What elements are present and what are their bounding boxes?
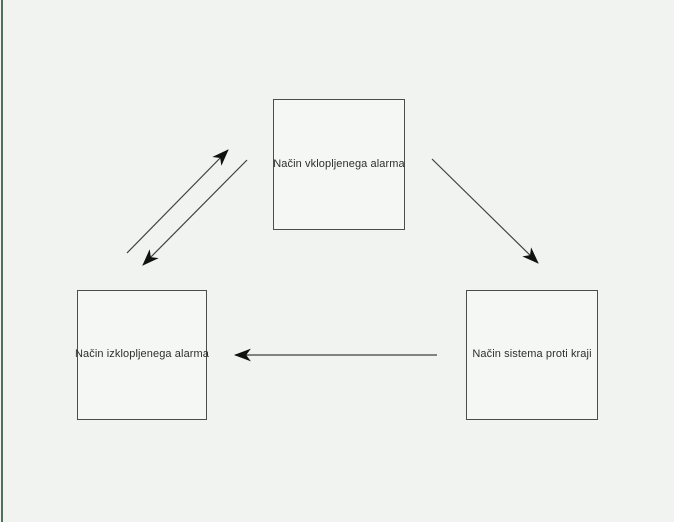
node-disarmed-alarm-label: Način izklopljenega alarma [74,348,210,361]
node-antitheft-system-label: Način sistema proti kraji [472,348,592,361]
node-disarmed-alarm: Način izklopljenega alarma [74,290,210,420]
edge-armed-to-disarmed [142,159,248,266]
edge-disarmed-to-armed [126,149,229,254]
node-armed-alarm: Način vklopljenega alarma [273,99,405,230]
node-armed-alarm-label: Način vklopljenega alarma [273,157,405,170]
edge-armed-to-antitheft [431,158,539,264]
node-antitheft-system: Način sistema proti kraji [466,290,598,420]
left-accent-strip [1,0,3,522]
